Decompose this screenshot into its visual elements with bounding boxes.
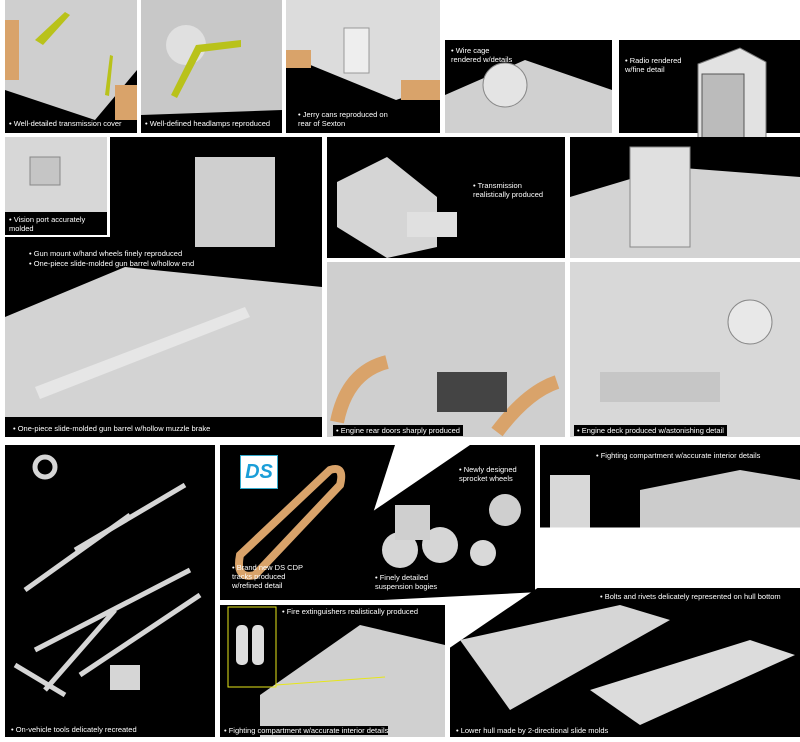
caption: One-piece slide-molded gun barrel w/holl… bbox=[13, 424, 211, 433]
caption: Vision port accurately molded bbox=[9, 215, 85, 233]
caption: Fire extinguishers realistically produce… bbox=[282, 607, 418, 616]
panel-interior-render bbox=[570, 137, 800, 258]
panel-jerry-cans: Jerry cans reproduced on rear of Sexton bbox=[286, 0, 440, 133]
caption: Finely detailed suspension bogies bbox=[375, 573, 437, 591]
panel-transmission: Transmission realistically produced bbox=[327, 137, 565, 258]
caption: Well-detailed transmission cover bbox=[9, 119, 122, 128]
caption: One-piece slide-molded gun barrel w/holl… bbox=[29, 259, 195, 268]
panel-headlamps: Well-defined headlamps reproduced bbox=[141, 0, 282, 133]
caption: Gun mount w/hand wheels finely reproduce… bbox=[29, 249, 182, 258]
caption: On-vehicle tools delicately recreated bbox=[11, 725, 137, 734]
caption: Well-defined headlamps reproduced bbox=[145, 119, 270, 128]
caption: Fighting compartment w/accurate interior… bbox=[224, 726, 389, 735]
caption: Wire cage rendered w/details bbox=[451, 46, 512, 64]
caption: Fighting compartment w/accurate interior… bbox=[596, 451, 761, 460]
caption: Transmission realistically produced bbox=[473, 181, 543, 199]
panel-engine-doors: Engine rear doors sharply produced bbox=[327, 262, 565, 437]
caption: Engine deck produced w/astonishing detai… bbox=[574, 425, 727, 436]
caption: Lower hull made by 2-directional slide m… bbox=[456, 726, 609, 735]
caption: Radio rendered w/fine detail bbox=[625, 56, 681, 74]
panel-wire-cage: Wire cage rendered w/details bbox=[445, 40, 612, 133]
caption: Engine rear doors sharply produced bbox=[333, 425, 463, 436]
ds-logo: DS bbox=[240, 455, 278, 489]
panel-vision-port: Vision port accurately molded bbox=[5, 137, 107, 235]
caption: Jerry cans reproduced on rear of Sexton bbox=[298, 110, 388, 128]
panel-lower-hull: Bolts and rivets delicately represented … bbox=[450, 588, 800, 737]
caption: Bolts and rivets delicately represented … bbox=[600, 592, 781, 601]
panel-fire-extinguishers: Fire extinguishers realistically produce… bbox=[220, 605, 445, 737]
caption: Brand new DS CDP tracks produced w/refin… bbox=[232, 563, 303, 590]
caption: Newly designed sprocket wheels bbox=[459, 465, 517, 483]
panel-fighting-compartment-top: Fighting compartment w/accurate interior… bbox=[540, 445, 800, 528]
panel-gun: Gun mount w/hand wheels finely reproduce… bbox=[5, 137, 322, 437]
panel-tools: On-vehicle tools delicately recreated bbox=[5, 445, 215, 737]
panel-engine-deck: Engine deck produced w/astonishing detai… bbox=[570, 262, 800, 437]
panel-transmission-cover: Well-detailed transmission cover bbox=[5, 0, 137, 133]
